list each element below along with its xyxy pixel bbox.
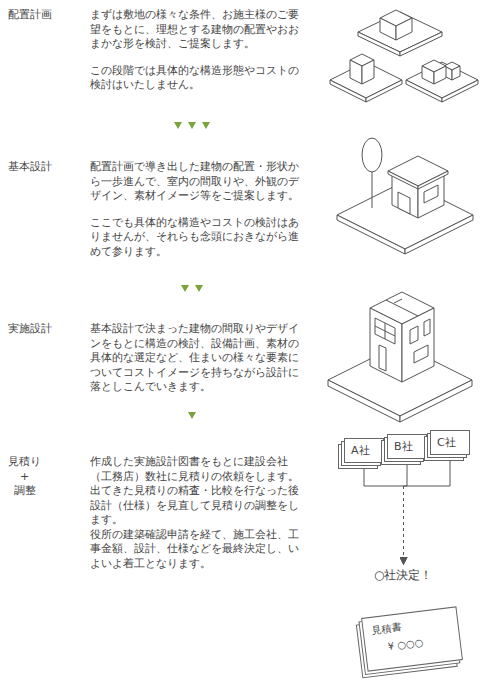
house-cutaway (379, 345, 386, 371)
house-cutaway (414, 345, 428, 363)
building-volume (396, 18, 412, 40)
site-plate (400, 380, 472, 422)
site-plate (400, 32, 442, 56)
stage-description: まずは敷地の様々な条件、お施主様のご要望をもとに、理想とする建物の配置やおおまか… (90, 8, 302, 52)
house (418, 171, 448, 189)
house-cutaway (375, 318, 395, 344)
flow-triangle (174, 122, 182, 129)
stage-title: 見積り + 調整 (6, 455, 43, 499)
site-plate (330, 12, 478, 102)
tree (362, 138, 382, 172)
house-cutaway (424, 319, 430, 336)
company-card: B社 (387, 434, 427, 459)
node-title: C社 (437, 435, 463, 450)
connector-line (404, 459, 408, 486)
flow-triangle (188, 122, 196, 129)
merge-connector (404, 459, 408, 564)
flow-triangle (181, 285, 189, 292)
stage-description-group: まずは敷地の様々な条件、お施主様のご要望をもとに、理想とする建物の配置やおおまか… (90, 8, 302, 93)
stage-title: 配置計画 (8, 8, 80, 23)
building-volume (350, 60, 362, 84)
connector-line (403, 486, 404, 564)
stage-description: 配置計画で導き出した建物の配置・形状から一歩進んで、室内の間取りや、外観のデザイ… (90, 160, 302, 204)
site-plate (366, 80, 402, 102)
building-volume (350, 10, 460, 84)
tree (362, 138, 382, 208)
connector-line (404, 455, 451, 486)
stage-description: 基本設計で決まった建物の間取りやデザインをもとに構造の検討、設備計画、素材の具体… (90, 322, 302, 395)
site-plate (442, 80, 478, 102)
house-cutaway (370, 292, 434, 382)
decision-text-box: ○社決定！ (372, 566, 435, 585)
merge-connector (404, 455, 451, 564)
site-plate (328, 380, 400, 422)
flow-triangle (202, 122, 210, 129)
node-title: ○社決定！ (374, 567, 433, 584)
stage-description-group: 基本設計で決まった建物の間取りやデザインをもとに構造の検討、設備計画、素材の具体… (90, 322, 302, 395)
flow-triangle (188, 412, 196, 419)
stage-description: ここでも具体的な構造やコストの検討はありませんが、それらも念頭におきながら進めて… (90, 216, 302, 260)
building-volume (380, 18, 396, 40)
house (388, 156, 448, 218)
house (388, 156, 448, 186)
stage-description-group: 配置計画で導き出した建物の配置・形状から一歩進んで、室内の間取りや、外観のデザイ… (90, 160, 302, 259)
connector-line (403, 486, 404, 564)
house-cutaway (386, 300, 418, 316)
node-title: 見積書 (371, 614, 450, 637)
tree (372, 168, 373, 208)
house (398, 192, 410, 214)
flow-triangle (195, 285, 203, 292)
house-cutaway (375, 326, 395, 336)
house (424, 185, 438, 203)
house (388, 171, 418, 189)
building-volume (362, 60, 374, 84)
stage-title-group: 見積り + 調整 (6, 455, 43, 499)
stage-title-group: 実施設計 (8, 322, 80, 337)
estimate-sheet: 見積書¥ ○○○ (361, 606, 463, 671)
stage-title-group: 配置計画 (8, 8, 80, 23)
company-card: C社 (430, 430, 470, 455)
node-amount: ¥ ○○○ (373, 633, 452, 653)
merge-connector (364, 463, 404, 564)
house-cutaway (370, 308, 402, 382)
building-volume (422, 66, 434, 84)
stage-description: 作成した実施設計図書をもとに建設会社（工務店）数社に見積りの依頼をします。出てき… (90, 455, 302, 528)
stage-title: 基本設計 (8, 160, 80, 175)
house-cutaway (410, 326, 418, 344)
connector-line (403, 486, 404, 564)
site-plate (406, 80, 442, 102)
node-title: B社 (394, 439, 420, 454)
house-cutaway (394, 299, 402, 303)
company-card: A社 (344, 438, 384, 463)
building-volume (434, 66, 446, 84)
site-plate (405, 215, 473, 254)
building-volume (452, 66, 460, 80)
site-plate (337, 215, 405, 254)
stage-description-group: 作成した実施設計図書をもとに建設会社（工務店）数社に見積りの依頼をします。出てき… (90, 455, 302, 571)
house-cutaway (402, 308, 434, 382)
stage-description: 役所の建築確認申請を経て、施工会社、工事金額、設計、仕様などを最終決定し、いよい… (90, 528, 302, 572)
stage-title-group: 基本設計 (8, 160, 80, 175)
stage-title: 実施設計 (8, 322, 80, 337)
node-title: A社 (351, 443, 377, 458)
stage-description: この段階では具体的な構造形態やコストの検討はいたしません。 (90, 64, 302, 93)
connector-line (364, 463, 404, 486)
